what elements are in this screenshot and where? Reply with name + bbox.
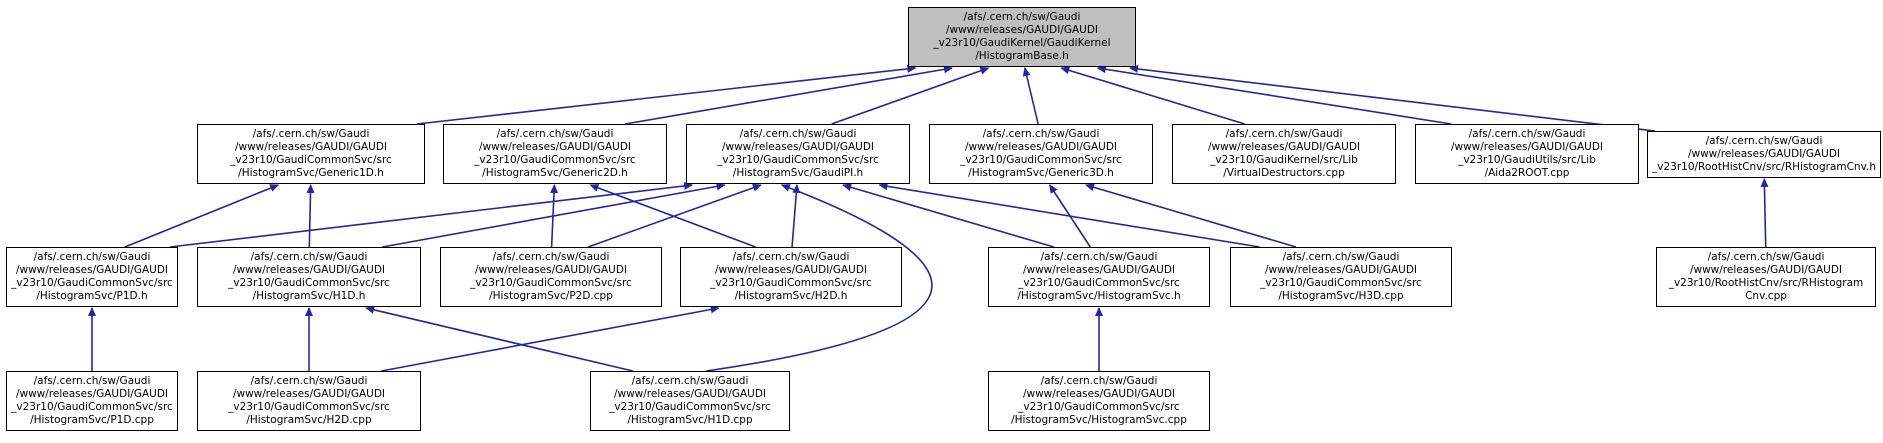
graph-node-rhistogramcnv-cpp[interactable]: /afs/.cern.ch/sw/Gaudi /www/releases/GAU… [1656, 247, 1876, 307]
include-edge [1022, 67, 1039, 125]
include-edge [169, 181, 694, 248]
include-edge [365, 305, 634, 372]
include-edge [124, 184, 280, 248]
graph-node-p1d-h[interactable]: /afs/.cern.ch/sw/Gaudi /www/releases/GAU… [6, 247, 178, 307]
include-edge [842, 183, 1055, 248]
include-edge [1760, 178, 1769, 248]
graph-node-generic3d-h[interactable]: /afs/.cern.ch/sw/Gaudi /www/releases/GAU… [929, 124, 1153, 184]
graph-node-virtualdestructors-cpp[interactable]: /afs/.cern.ch/sw/Gaudi /www/releases/GAU… [1172, 124, 1396, 184]
include-edge [1049, 184, 1091, 248]
graph-node-h3d-cpp[interactable]: /afs/.cern.ch/sw/Gaudi /www/releases/GAU… [1230, 247, 1452, 307]
include-edge [1096, 65, 1452, 125]
graph-node-h2d-cpp[interactable]: /afs/.cern.ch/sw/Gaudi /www/releases/GAU… [197, 371, 421, 431]
include-edge [416, 64, 917, 125]
graph-node-histogrambase-h: /afs/.cern.ch/sw/Gaudi /www/releases/GAU… [908, 7, 1136, 67]
include-edge [706, 184, 933, 372]
include-edge [587, 183, 762, 248]
include-edge [624, 65, 953, 125]
graph-node-h1d-cpp[interactable]: /afs/.cern.ch/sw/Gaudi /www/releases/GAU… [590, 371, 790, 431]
graph-node-p1d-cpp[interactable]: /afs/.cern.ch/sw/Gaudi /www/releases/GAU… [6, 371, 178, 431]
graph-node-aida2root-cpp[interactable]: /afs/.cern.ch/sw/Gaudi /www/releases/GAU… [1415, 124, 1639, 184]
include-edge [791, 184, 801, 248]
graph-node-h1d-h[interactable]: /afs/.cern.ch/sw/Gaudi /www/releases/GAU… [197, 247, 421, 307]
include-edge [306, 184, 315, 248]
include-edge [1129, 64, 1656, 132]
include-edge [381, 305, 720, 372]
include-edge [1060, 66, 1245, 125]
include-edge [1085, 183, 1297, 248]
graph-node-histogramsvc-cpp[interactable]: /afs/.cern.ch/sw/Gaudi /www/releases/GAU… [988, 371, 1210, 431]
graph-node-rhistogramcnv-h[interactable]: /afs/.cern.ch/sw/Gaudi /www/releases/GAU… [1647, 131, 1881, 178]
graph-node-generic1d-h[interactable]: /afs/.cern.ch/sw/Gaudi /www/releases/GAU… [197, 124, 425, 184]
include-edge [831, 66, 990, 125]
graph-node-gaudipi-h[interactable]: /afs/.cern.ch/sw/Gaudi /www/releases/GAU… [686, 124, 910, 184]
graph-node-generic2d-h[interactable]: /afs/.cern.ch/sw/Gaudi /www/releases/GAU… [443, 124, 667, 184]
graph-node-h2d-h[interactable]: /afs/.cern.ch/sw/Gaudi /www/releases/GAU… [680, 247, 902, 307]
graph-node-p2d-cpp[interactable]: /afs/.cern.ch/sw/Gaudi /www/releases/GAU… [440, 247, 662, 307]
include-edge [382, 182, 726, 248]
graph-node-histogramsvc-h[interactable]: /afs/.cern.ch/sw/Gaudi /www/releases/GAU… [988, 247, 1210, 307]
